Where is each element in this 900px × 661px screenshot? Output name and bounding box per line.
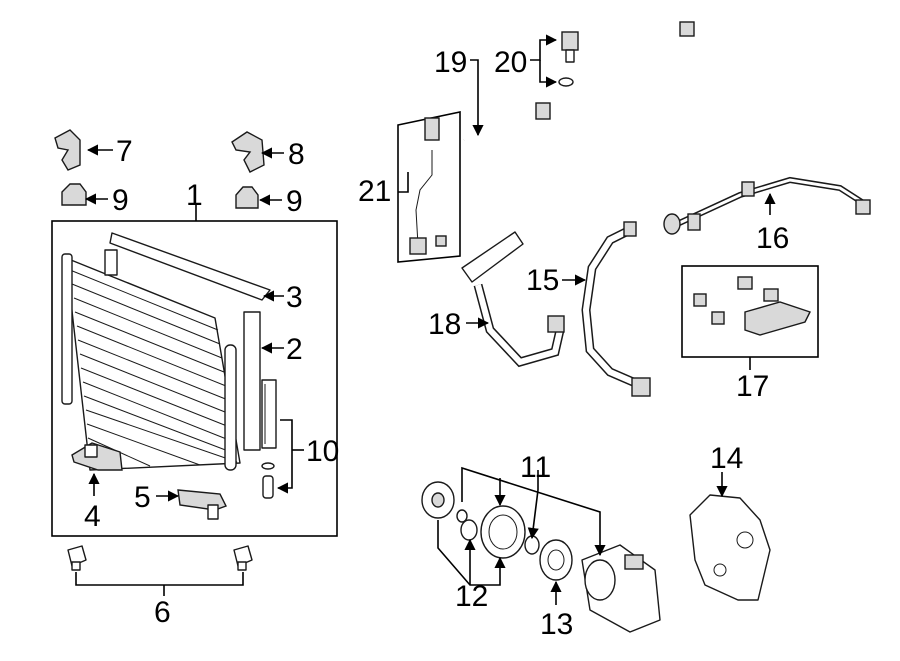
oring-kit	[681, 265, 819, 358]
callout-21: 21	[358, 175, 391, 208]
lower-insulator-left	[67, 545, 87, 571]
mount-nut-right	[235, 186, 259, 209]
condenser-bracket	[71, 442, 123, 471]
callout-16: 16	[756, 222, 789, 255]
compressor-bracket	[689, 494, 771, 601]
receiver-drier-kit	[261, 379, 277, 499]
suction-hose	[581, 221, 651, 397]
callout-17: 17	[736, 370, 769, 403]
suction-line	[663, 176, 871, 235]
pressure-switch	[558, 31, 579, 87]
lower-insulator-right	[233, 545, 253, 571]
callout-1: 1	[186, 179, 203, 212]
callout-11: 11	[520, 451, 551, 484]
mount-nut-left	[61, 183, 87, 206]
callout-4: 4	[84, 500, 101, 533]
callout-15: 15	[526, 264, 559, 297]
callout-2: 2	[286, 333, 303, 366]
callout-12: 12	[455, 580, 488, 613]
callout-8: 8	[288, 138, 305, 171]
compressor	[581, 544, 661, 633]
upper-bracket-right	[231, 131, 265, 173]
callout-6: 6	[154, 596, 171, 629]
seal-strip	[109, 232, 271, 301]
callout-9-right: 9	[286, 185, 303, 218]
pressure-sensor	[177, 489, 227, 520]
condenser	[61, 249, 241, 471]
clutch-hub	[421, 481, 455, 519]
callout-14: 14	[710, 442, 743, 475]
snap-ring	[460, 519, 478, 541]
callout-19: 19	[434, 46, 467, 79]
callout-18: 18	[428, 308, 461, 341]
callout-13: 13	[540, 608, 573, 641]
retaining-ring	[524, 535, 540, 555]
callout-9-left: 9	[112, 184, 129, 217]
liquid-line-box	[397, 111, 461, 263]
callout-5: 5	[134, 481, 151, 514]
discharge-hose	[461, 231, 565, 368]
discharge-line	[463, 21, 695, 142]
callout-7: 7	[116, 135, 133, 168]
shim	[456, 509, 468, 523]
side-seal	[243, 311, 261, 451]
field-coil	[539, 539, 573, 581]
upper-bracket-left	[54, 129, 81, 171]
callout-20: 20	[494, 46, 527, 79]
callout-10: 10	[306, 435, 339, 468]
leader-lines	[75, 34, 776, 605]
pulley	[480, 505, 526, 559]
condenser-group-box	[51, 220, 338, 537]
callout-3: 3	[286, 281, 303, 314]
